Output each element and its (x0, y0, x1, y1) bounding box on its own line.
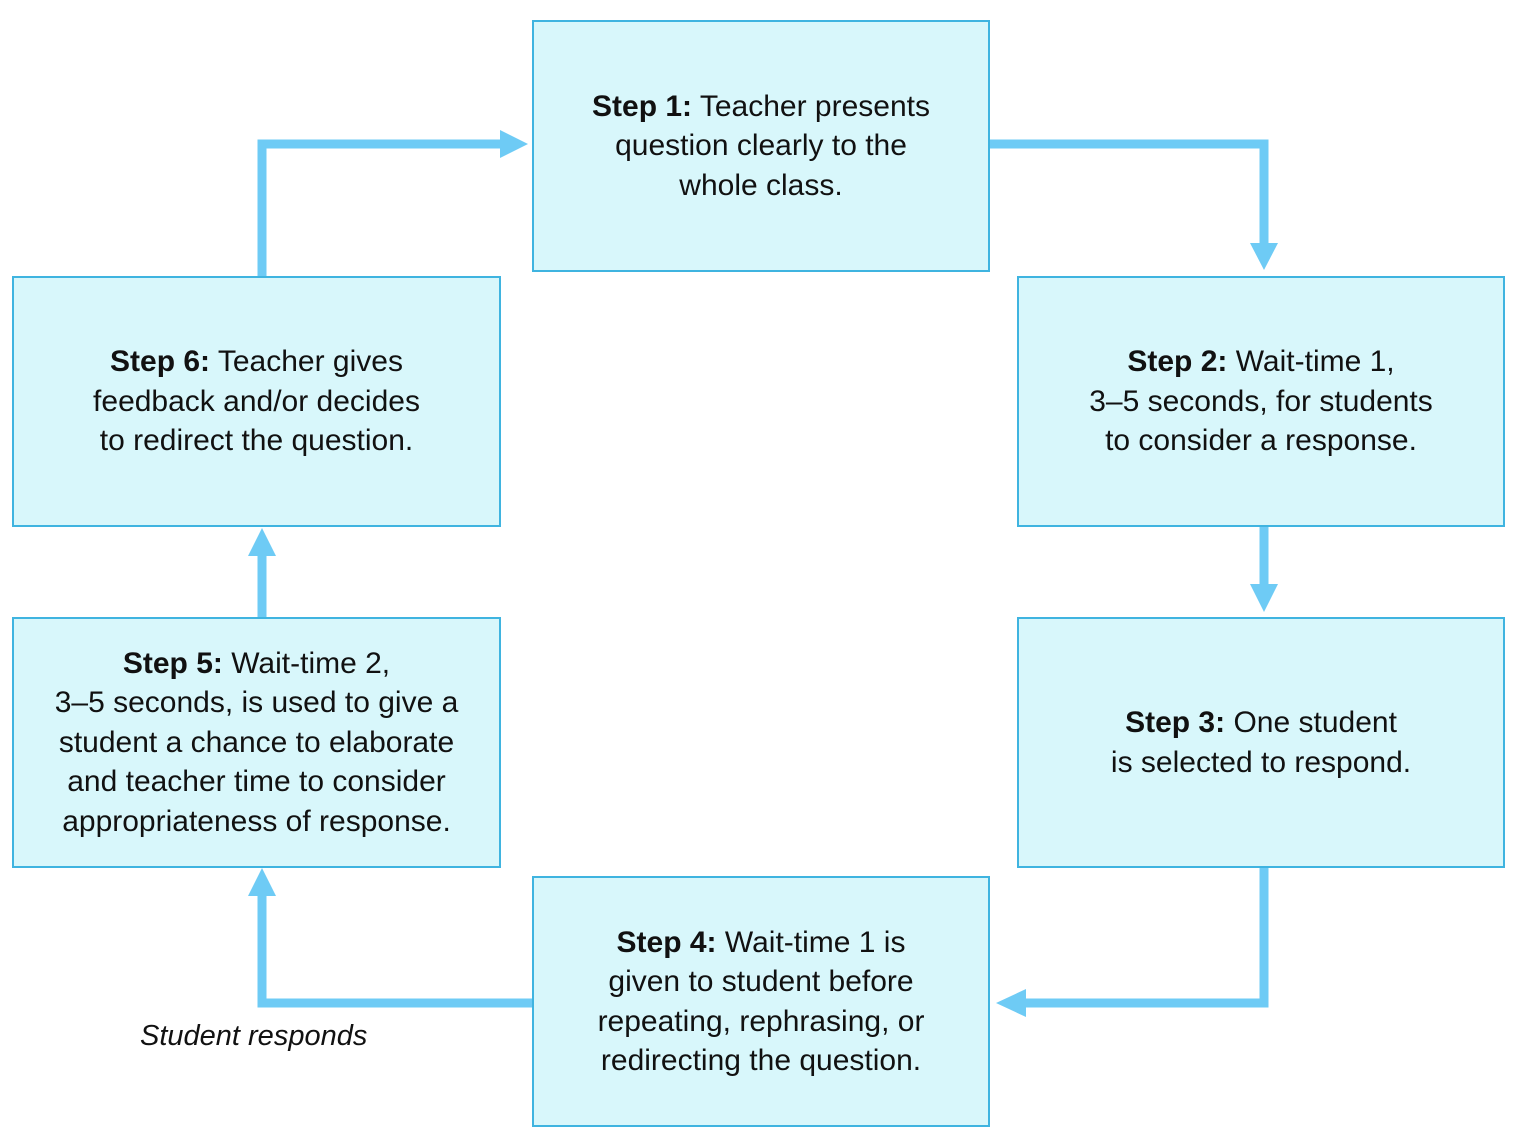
step-1-text: Step 1: Teacher presents question clearl… (592, 87, 930, 206)
arrow-step6-to-step1 (257, 139, 505, 276)
step-1-box: Step 1: Teacher presents question clearl… (532, 20, 990, 272)
step-4-text: Step 4: Wait-time 1 is given to student … (598, 923, 925, 1081)
step-5-description: Wait-time 2, 3–5 seconds, is used to giv… (54, 646, 459, 838)
step-3-text: Step 3: One student is selected to respo… (1111, 703, 1411, 782)
arrow-step4-to-step5 (257, 895, 532, 1008)
step-3-description: One student is selected to respond. (1110, 706, 1412, 779)
step-2-text: Step 2: Wait-time 1, 3–5 seconds, for st… (1089, 342, 1433, 461)
step-4-description: Wait-time 1 is given to student before r… (597, 925, 925, 1078)
step-6-box: Step 6: Teacher gives feedback and/or de… (12, 276, 501, 527)
step-5-text: Step 5: Wait-time 2, 3–5 seconds, is use… (55, 644, 459, 842)
step-4-label: Step 4: (616, 925, 717, 959)
step-4-box: Step 4: Wait-time 1 is given to student … (532, 876, 990, 1127)
step-5-box: Step 5: Wait-time 2, 3–5 seconds, is use… (12, 617, 501, 868)
step-2-label: Step 2: (1127, 345, 1228, 379)
arrow-step3-to-step4 (1022, 868, 1269, 1008)
arrowhead-step1 (500, 130, 528, 158)
step-6-label: Step 6: (110, 345, 211, 379)
student-responds-annotation: Student responds (140, 1020, 368, 1052)
step-3-box: Step 3: One student is selected to respo… (1017, 617, 1505, 868)
step-1-description: Teacher presents question clearly to the… (615, 89, 930, 202)
step-5-label: Step 5: (122, 646, 223, 680)
arrow-step1-to-step2 (990, 139, 1269, 250)
step-1-label: Step 1: (592, 89, 693, 123)
step-3-label: Step 3: (1125, 706, 1226, 739)
step-2-description: Wait-time 1, 3–5 seconds, for students t… (1089, 345, 1433, 458)
arrowhead-step2 (1250, 243, 1278, 270)
step-6-text: Step 6: Teacher gives feedback and/or de… (93, 342, 420, 461)
step-6-description: Teacher gives feedback and/or decides to… (93, 345, 420, 458)
arrowhead-step5 (248, 868, 276, 896)
arrowhead-step6 (248, 528, 276, 556)
step-2-box: Step 2: Wait-time 1, 3–5 seconds, for st… (1017, 276, 1505, 527)
arrowhead-step4 (996, 989, 1026, 1017)
arrowhead-step3 (1250, 584, 1278, 612)
